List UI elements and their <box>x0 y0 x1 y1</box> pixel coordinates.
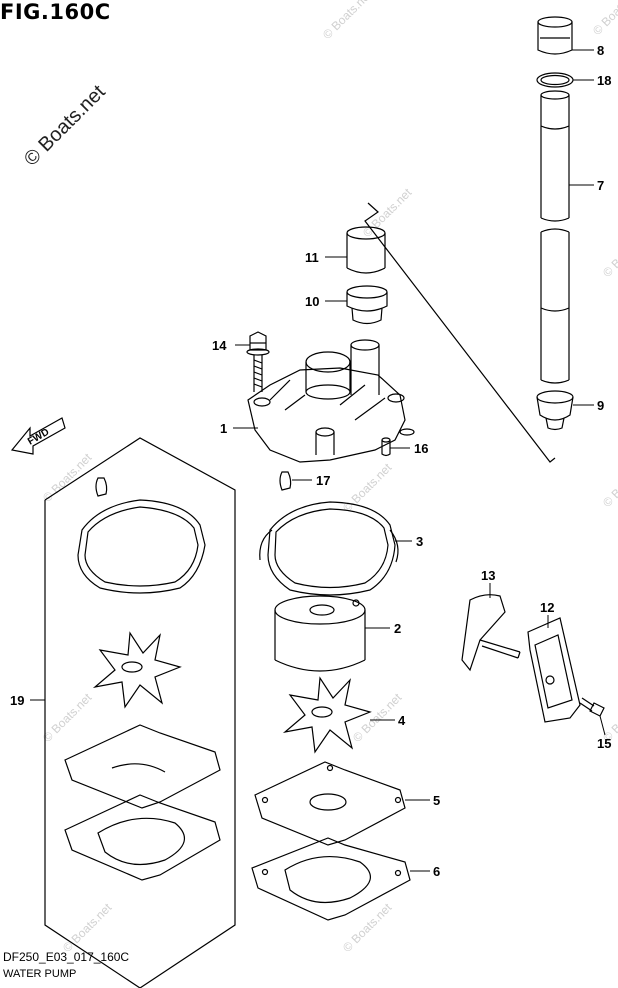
part-4-impeller[interactable] <box>282 676 372 754</box>
fwd-arrow <box>10 417 66 455</box>
part-7-water-tube[interactable] <box>540 90 570 384</box>
part-9-grommet[interactable] <box>536 390 574 431</box>
callout-16[interactable]: 16 <box>414 441 428 456</box>
part-8-grommet[interactable] <box>537 16 573 55</box>
callout-18[interactable]: 18 <box>597 73 611 88</box>
part-13-lever[interactable] <box>461 594 521 672</box>
part-5-plate[interactable] <box>254 761 406 846</box>
part-16-dowel-pin[interactable] <box>381 437 391 457</box>
callout-4[interactable]: 4 <box>398 713 406 728</box>
callout-9[interactable]: 9 <box>597 398 604 413</box>
part-10-collar[interactable] <box>346 285 388 325</box>
callout-3[interactable]: 3 <box>416 534 423 549</box>
part-14-bolt[interactable] <box>246 331 270 392</box>
callout-13[interactable]: 13 <box>481 568 495 583</box>
diagram-name: WATER PUMP <box>3 968 77 980</box>
part-18-o-ring[interactable] <box>536 72 574 88</box>
callout-5[interactable]: 5 <box>433 793 440 808</box>
callout-1[interactable]: 1 <box>220 421 227 436</box>
callout-2[interactable]: 2 <box>394 621 401 636</box>
callout-6[interactable]: 6 <box>433 864 440 879</box>
part-1-pump-case[interactable] <box>247 339 415 463</box>
callout-leaders <box>30 49 606 872</box>
part-12-cover[interactable] <box>527 617 581 723</box>
part-6-gasket[interactable] <box>251 837 411 921</box>
part-15-screw[interactable] <box>579 697 605 717</box>
callout-19[interactable]: 19 <box>10 693 24 708</box>
part-19-repair-kit-frame[interactable] <box>44 437 236 988</box>
part-3-seal-ring[interactable] <box>259 501 399 596</box>
callout-17[interactable]: 17 <box>316 473 330 488</box>
part-11-sleeve[interactable] <box>346 226 386 274</box>
part-2-pump-liner[interactable] <box>274 595 366 672</box>
callout-12[interactable]: 12 <box>540 600 554 615</box>
figure-title: FIG.160C <box>0 0 111 24</box>
callout-8[interactable]: 8 <box>597 43 604 58</box>
diagram-code: DF250_E03_017_160C <box>3 950 130 964</box>
callout-14[interactable]: 14 <box>212 338 227 353</box>
callout-15[interactable]: 15 <box>597 736 611 751</box>
callout-11[interactable]: 11 <box>305 250 319 265</box>
part-17-key[interactable] <box>279 471 292 491</box>
callout-7[interactable]: 7 <box>597 178 604 193</box>
callout-10[interactable]: 10 <box>305 294 319 309</box>
assembly-guide-line <box>364 202 556 463</box>
